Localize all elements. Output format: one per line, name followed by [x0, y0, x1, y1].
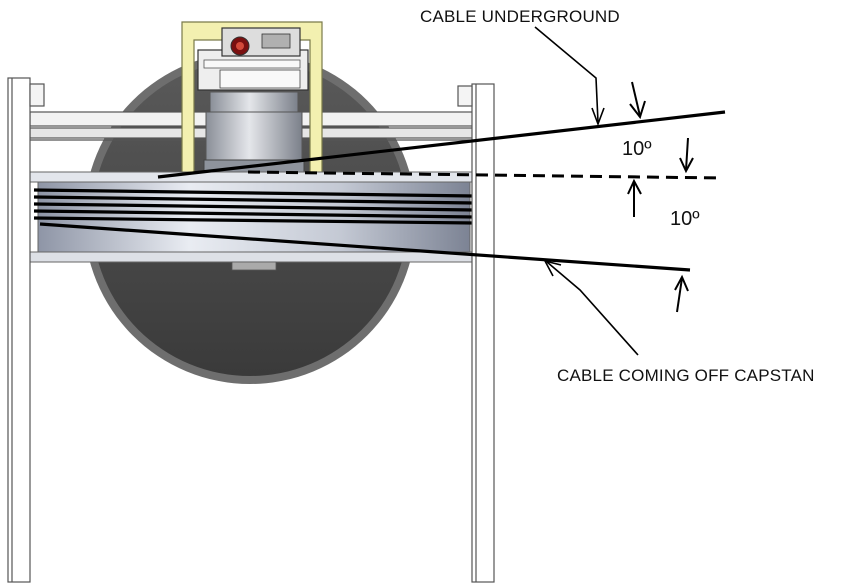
angle-arrow-lower-bottom: [674, 274, 689, 313]
label-angle-upper: 10º: [622, 138, 652, 160]
arrowhead-underground: [591, 107, 605, 127]
horizontal-reference-line: [247, 170, 723, 180]
angle-arrow-lower-top: [627, 178, 642, 217]
leader-line-capstan: [546, 261, 639, 356]
label-angle-lower: 10º: [670, 208, 700, 230]
angle-arrow-upper-top: [629, 81, 646, 120]
cable-off-capstan-line: [39, 222, 691, 272]
frame-post-right: [457, 83, 495, 583]
arrowhead-capstan: [543, 259, 562, 277]
label-cable-off-capstan: CABLE COMING OFF CAPSTAN: [557, 366, 815, 385]
cable-wraps: [33, 188, 475, 225]
motor-housing: [181, 21, 323, 176]
label-cable-underground: CABLE UNDERGROUND: [420, 7, 620, 26]
angle-arrow-upper-bottom: [679, 137, 694, 174]
frame-post-left: [7, 77, 45, 583]
leader-line-underground: [534, 26, 599, 123]
cable-underground-line: [157, 110, 726, 179]
